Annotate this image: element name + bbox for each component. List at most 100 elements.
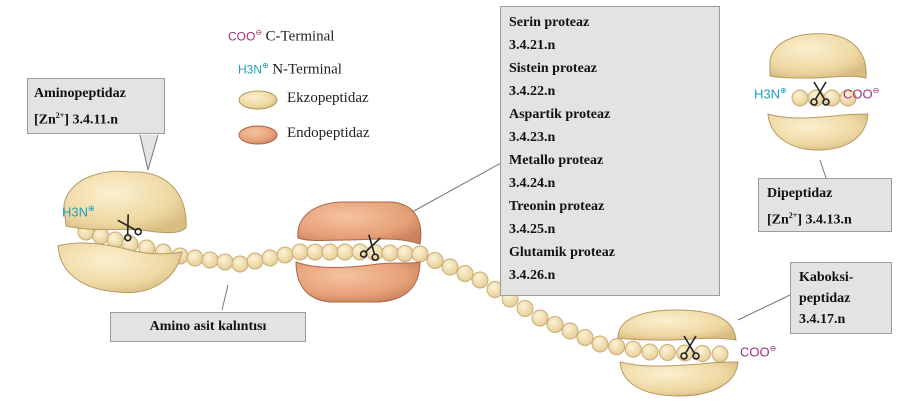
amino-acid-bead [532,310,548,326]
amino-acid-bead [262,250,278,266]
amino-acid-bead [202,252,218,268]
residue-callout: Amino asit kalıntısı [110,312,306,342]
dipeptidase-ec-line: [Zn2+] 3.4.13.n [767,205,883,232]
amino-acid-bead [712,346,728,362]
dipeptide-bead [792,90,808,106]
amino-acid-bead [517,301,533,317]
amino-acid-bead [412,246,428,262]
dipeptide-bead [824,90,840,106]
n-terminal-symbol: H3N [62,204,88,219]
endo-item-ec: 3.4.25.n [509,218,711,241]
amino-acid-bead [397,246,413,262]
n-terminal-label-left: H3N⊕ [62,204,95,219]
amino-acid-bead [562,323,578,339]
legend-c-label: C-Terminal [266,29,335,45]
endo-item-ec: 3.4.22.n [509,80,711,103]
legend-c-terminal: COO⊖ C-Terminal [228,28,334,46]
carboxypeptidase-top [618,310,736,340]
c-terminal-label-bottom: COO⊖ [740,344,776,359]
carboxypeptidase-ec: 3.4.17.n [799,309,883,330]
amino-acid-bead [322,244,338,260]
amino-acid-bead [577,330,593,346]
c-terminal-charge: ⊖ [873,86,880,95]
amino-acid-bead [367,245,383,261]
callout-pointers [140,135,826,320]
dipeptidase-pointer [820,160,826,178]
carboxypeptidase-bottom [620,362,738,396]
amino-acid-bead [217,254,233,270]
amino-acid-bead [442,259,458,275]
dipeptidase-callout: Dipeptidaz [Zn2+] 3.4.13.n [758,178,892,232]
amino-acid-bead [427,253,443,269]
amino-acid-bead [457,266,473,282]
legend-n-label: N-Terminal [272,62,342,78]
c-terminal-label-top: COO⊖ [843,86,879,101]
endo-item-ec: 3.4.21.n [509,34,711,57]
dipeptidase-top [770,34,866,78]
aminopeptidase-ec: ] 3.4.11.n [64,113,118,128]
legend-exo-swatch [239,91,277,109]
aminopeptidase-pointer [140,135,158,170]
amino-acid-bead [382,245,398,261]
amino-acid-bead [592,336,608,352]
amino-acid-bead [232,256,248,272]
endo-pointer [412,158,510,212]
legend-exo-label: Ekzopeptidaz [287,90,369,106]
endo-item-name: Aspartik proteaz [509,103,711,126]
endopeptidase-top [298,202,421,244]
carboxypeptidase-line1: Kaboksi- [799,267,883,288]
c-terminal-symbol: COO [740,344,770,359]
endo-item-name: Treonin proteaz [509,195,711,218]
dipeptidase-ec: ] 3.4.13.n [797,213,851,228]
aminopeptidase-name: Aminopeptidaz [34,83,158,105]
amino-acid-bead [277,247,293,263]
legend-n-charge: ⊕ [262,61,269,70]
carboxypeptidase-pointer [738,295,790,320]
legend-endo-label: Endopeptidaz [287,125,369,141]
endo-item-name: Sistein proteaz [509,57,711,80]
carboxypeptidase-callout: Kaboksi- peptidaz 3.4.17.n [790,262,892,334]
endopeptidase-bottom [296,262,420,302]
c-terminal-charge: ⊖ [770,344,777,353]
amino-acid-bead [625,341,641,357]
amino-acid-bead [337,244,353,260]
legend-n-terminal: H3N⊕ N-Terminal [238,61,342,79]
legend-c-charge: ⊖ [255,28,262,37]
aminopeptidase-callout: Aminopeptidaz [Zn2+] 3.4.11.n [27,78,165,134]
residue-label: Amino asit kalıntısı [150,319,267,334]
aminopeptidase-enzyme [58,171,186,292]
aminopeptidase-ec-line: [Zn2+] 3.4.11.n [34,105,158,132]
legend-endo-swatch [239,126,277,144]
amino-acid-bead [547,317,563,333]
dipeptidase-name: Dipeptidaz [767,183,883,205]
n-terminal-symbol: H3N [754,86,780,101]
endo-item-name: Serin proteaz [509,11,711,34]
amino-acid-bead [660,345,676,361]
aminopeptidase-cofactor: [Zn [34,113,56,128]
endo-item-ec: 3.4.24.n [509,172,711,195]
legend-n-symbol: H3N [238,63,262,77]
legend-endo: Endopeptidaz [287,125,369,142]
endo-item-name: Metallo proteaz [509,149,711,172]
n-terminal-label-right: H3N⊕ [754,86,787,101]
amino-acid-bead [609,339,625,355]
amino-acid-bead [307,244,323,260]
carboxypeptidase-line2: peptidaz [799,288,883,309]
c-terminal-symbol: COO [843,86,873,101]
endo-item-name: Glutamik proteaz [509,241,711,264]
dipeptidase-cofactor: [Zn [767,213,789,228]
n-terminal-charge: ⊕ [780,86,787,95]
legend-c-symbol: COO [228,30,255,44]
amino-acid-bead [472,272,488,288]
amino-acid-bead [93,228,109,244]
amino-acid-bead [292,244,308,260]
endo-item-ec: 3.4.26.n [509,264,711,287]
residue-pointer [222,285,228,310]
legend-exo: Ekzopeptidaz [287,90,369,107]
dipeptidase-bottom [768,114,868,150]
endo-item-ec: 3.4.23.n [509,126,711,149]
amino-acid-bead [187,250,203,266]
